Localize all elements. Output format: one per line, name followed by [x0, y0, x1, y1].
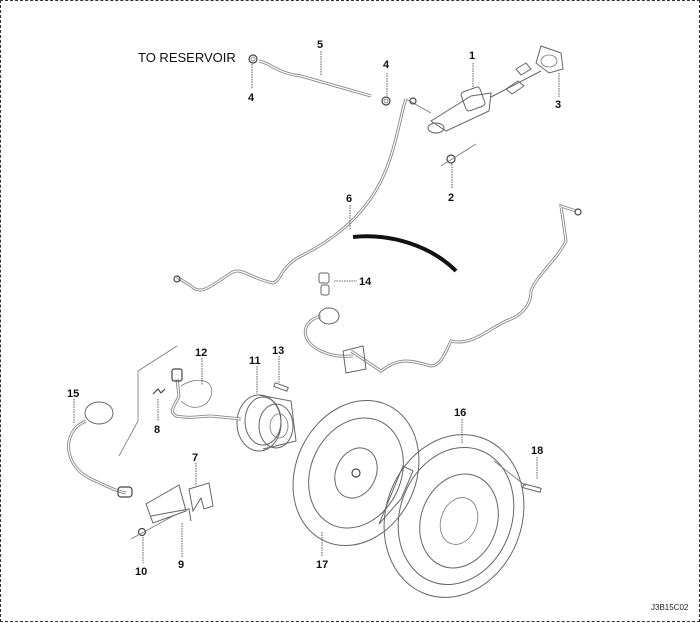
to-reservoir-note: TO RESERVOIR: [138, 50, 236, 65]
connection-guide: [118, 345, 178, 457]
callout-1: 1: [469, 50, 475, 89]
callout-6: 6: [346, 193, 352, 229]
callout-11: 11: [249, 355, 261, 394]
svg-text:5: 5: [317, 39, 323, 51]
svg-text:14: 14: [359, 276, 372, 288]
pressure-plate: [378, 434, 525, 598]
reservoir-hose: [258, 59, 372, 98]
svg-text:4: 4: [248, 92, 255, 104]
callout-13: 13: [272, 345, 284, 383]
svg-text:1: 1: [469, 50, 475, 62]
retaining-clip: [152, 388, 166, 395]
slave-cylinder-bolt: [273, 382, 289, 392]
svg-text:9: 9: [178, 559, 184, 571]
svg-text:8: 8: [154, 424, 160, 436]
callout-17: 17: [316, 532, 328, 571]
hose-clamp-left: [248, 54, 258, 64]
svg-text:15: 15: [67, 388, 79, 400]
svg-text:12: 12: [195, 347, 207, 359]
figure-code: J3B15C02: [651, 603, 689, 612]
callout-14: 14: [334, 276, 372, 288]
svg-text:2: 2: [448, 192, 454, 204]
flexible-line-section: [352, 234, 458, 273]
hose-clamp-right: [381, 96, 391, 106]
slave-cylinder-pipe: [170, 368, 242, 421]
mounting-nut: [440, 143, 477, 167]
svg-text:18: 18: [531, 445, 543, 457]
callout-12: 12: [195, 347, 207, 385]
bleeder-valve: [318, 272, 330, 296]
clutch-master-cylinder: [405, 62, 542, 134]
callout-9: 9: [178, 523, 184, 571]
clutch-hose: [67, 401, 133, 498]
callout-18: 18: [531, 445, 543, 479]
callout-4-left: 4: [248, 64, 255, 104]
svg-text:3: 3: [555, 99, 561, 111]
bracket-nut: [137, 527, 147, 537]
clutch-disc: [292, 399, 420, 547]
hose-bracket: [145, 484, 192, 524]
callout-5: 5: [317, 39, 323, 75]
svg-text:17: 17: [316, 559, 328, 571]
concentric-slave-cylinder: [236, 394, 297, 452]
svg-text:13: 13: [272, 345, 284, 357]
svg-text:11: 11: [249, 355, 261, 367]
callout-8: 8: [154, 399, 160, 436]
callout-10: 10: [135, 537, 147, 578]
flex-hose-upper: [303, 307, 367, 374]
svg-text:7: 7: [192, 452, 198, 464]
callout-4-right: 4: [383, 59, 390, 96]
callout-7: 7: [192, 452, 198, 486]
callout-3: 3: [555, 73, 561, 111]
svg-text:6: 6: [346, 193, 352, 205]
pressure-plate-bolt: [522, 483, 542, 493]
callout-2: 2: [448, 164, 454, 204]
master-cylinder-gasket: [535, 45, 564, 74]
callout-15: 15: [67, 388, 79, 423]
retaining-plate: [188, 482, 214, 513]
svg-text:10: 10: [135, 566, 147, 578]
svg-text:16: 16: [454, 407, 466, 419]
svg-text:4: 4: [383, 59, 390, 71]
clutch-pipe-front: [173, 98, 408, 292]
callout-16: 16: [454, 407, 466, 444]
clutch-pipe-rear: [350, 203, 582, 373]
